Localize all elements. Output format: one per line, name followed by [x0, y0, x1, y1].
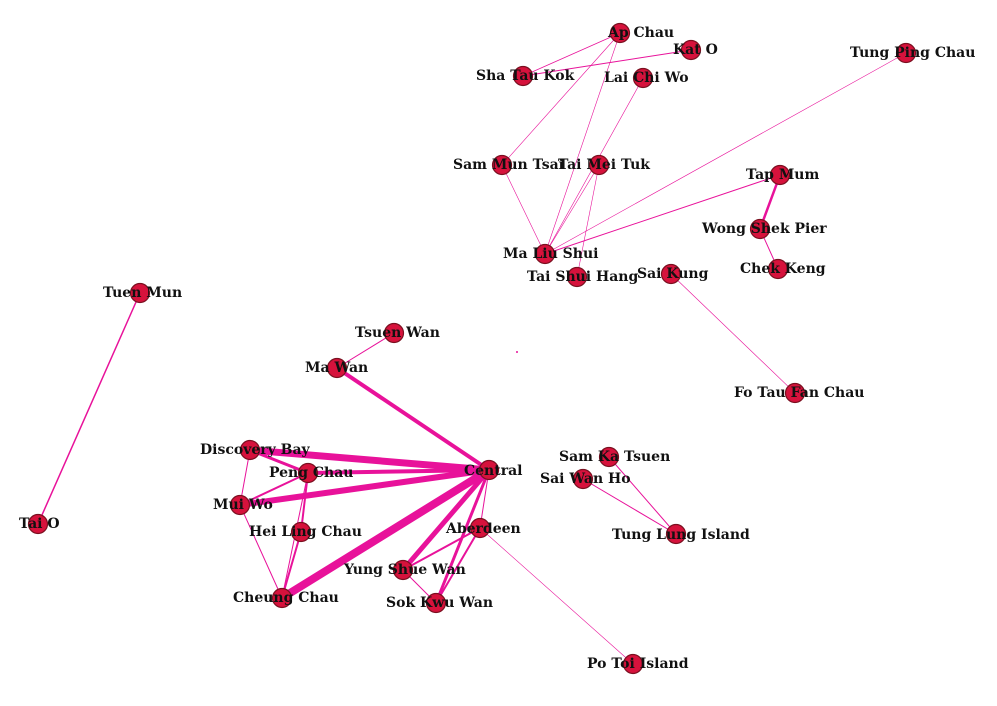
edge-tuen_mun-tai_o [37, 292, 141, 525]
edge-mui_wo-central [237, 467, 492, 508]
node-chek-keng[interactable] [767, 258, 789, 280]
node-lai-chi-wo[interactable] [632, 67, 654, 89]
node-label-discovery-bay: Discovery Bay [200, 442, 311, 458]
edge-ma_liu_shui-sam_mun_tsai [501, 164, 546, 255]
edge-sok_kwu_wan-aberdeen [435, 527, 481, 604]
edge-yung_shue_wan-aberdeen [402, 527, 481, 571]
node-peng-chau[interactable] [297, 462, 319, 484]
node-label-po-toi-island: Po Toi Island [587, 656, 689, 672]
node-ma-wan[interactable] [326, 357, 348, 379]
node-fo-tau-fan-chau[interactable] [784, 382, 806, 404]
edge-sha_tau_kok-ap_chau [522, 32, 621, 77]
node-label-tung-ping-chau: Tung Ping Chau [850, 45, 975, 61]
edge-yung_shue_wan-central [400, 467, 492, 573]
node-wong-shek-pier[interactable] [749, 218, 771, 240]
node-sai-kung[interactable] [660, 263, 682, 285]
edge-sai_wan_ho-tung_lung_island [582, 478, 677, 535]
node-label-tung-lung-island: Tung Lung Island [612, 527, 750, 543]
edge-tai_mei_tuk-tai_shui_hang [576, 164, 600, 278]
node-mui-wo[interactable] [229, 494, 251, 516]
node-tung-lung-island[interactable] [665, 523, 687, 545]
edge-hei_ling_chau-cheung_chau [281, 531, 302, 599]
node-central[interactable] [478, 459, 500, 481]
node-po-toi-island[interactable] [622, 653, 644, 675]
node-tung-ping-chau[interactable] [895, 42, 917, 64]
edge-sam_mun_tsai-ap_chau [501, 32, 621, 166]
edge-ma_liu_shui-ap_chau [544, 32, 621, 255]
node-label-sai-wan-ho: Sai Wan Ho [540, 471, 631, 487]
node-label-peng-chau: Peng Chau [269, 465, 353, 481]
node-yung-shue-wan[interactable] [392, 559, 414, 581]
edge-sam_ka_tsuen-tung_lung_island [608, 456, 677, 535]
node-label-central: Central [464, 463, 522, 479]
edge-discovery_bay-central [246, 446, 493, 474]
node-label-sam-mun-tsai: Sam Mun Tsai [453, 157, 564, 173]
node-label-tuen-mun: Tuen Mun [103, 285, 182, 301]
node-label-kat-o: Kat O [673, 42, 718, 58]
edge-cheung_chau-central [278, 466, 493, 602]
node-label-tai-mei-tuk: Tai Mei Tuk [558, 157, 650, 173]
edge-discovery_bay-peng_chau [248, 448, 310, 475]
edge-ma_liu_shui-tung_ping_chau [544, 52, 907, 255]
node-label-tai-o: Tai O [19, 516, 60, 532]
edge-ma_wan-central [335, 366, 491, 472]
node-ap-chau[interactable] [609, 22, 631, 44]
node-label-lai-chi-wo: Lai Chi Wo [604, 70, 689, 86]
edge-peng_chau-mui_wo [239, 472, 309, 506]
node-label-fo-tau-fan-chau: Fo Tau Fan Chau [734, 385, 864, 401]
edge-sai_kung-fo_tau_fan_chau [670, 273, 796, 394]
node-sha-tau-kok[interactable] [512, 65, 534, 87]
node-label-sai-kung: Sai Kung [637, 266, 709, 282]
node-label-tai-shui-hang: Tai Shui Hang [527, 269, 638, 285]
node-ma-liu-shui[interactable] [534, 243, 556, 265]
node-label-yung-shue-wan: Yung Shue Wan [343, 562, 466, 578]
node-label-ma-liu-shui: Ma Liu Shui [503, 246, 598, 262]
node-tai-o[interactable] [27, 513, 49, 535]
edge-ma_liu_shui-tap_mun [544, 174, 781, 255]
node-label-chek-keng: Chek Keng [740, 261, 826, 277]
node-hei-ling-chau[interactable] [290, 521, 312, 543]
edge-mui_wo-cheung_chau [239, 504, 283, 599]
edge-ma_wan-tsuen_wan [336, 332, 395, 369]
stray-dot [516, 351, 518, 353]
edge-sha_tau_kok-kat_o [522, 49, 692, 77]
node-kat-o[interactable] [680, 39, 702, 61]
node-discovery-bay[interactable] [239, 439, 261, 461]
node-label-sam-ka-tsuen: Sam Ka Tsuen [559, 449, 670, 465]
node-label-ma-wan: Ma Wan [305, 360, 368, 376]
node-label-mui-wo: Mui Wo [213, 497, 273, 513]
node-tuen-mun[interactable] [129, 282, 151, 304]
edge-aberdeen-po_toi_island [479, 527, 634, 665]
node-label-cheung-chau: Cheung Chau [233, 590, 339, 606]
node-aberdeen[interactable] [469, 517, 491, 539]
edges-layer [37, 32, 907, 665]
node-label-tsuen-wan: Tsuen Wan [355, 325, 440, 341]
edge-peng_chau-central [306, 468, 491, 475]
node-tai-mei-tuk[interactable] [588, 154, 610, 176]
node-label-sok-kwu-wan: Sok Kwu Wan [386, 595, 493, 611]
node-sam-ka-tsuen[interactable] [598, 446, 620, 468]
node-tai-shui-hang[interactable] [566, 266, 588, 288]
node-label-wong-shek-pier: Wong Shek Pier [701, 221, 827, 237]
node-label-aberdeen: Aberdeen [445, 521, 521, 537]
node-label-ap-chau: Ap Chau [607, 25, 674, 41]
node-label-hei-ling-chau: Hei Ling Chau [249, 524, 362, 540]
node-sok-kwu-wan[interactable] [425, 592, 447, 614]
node-tsuen-wan[interactable] [383, 322, 405, 344]
nodes-layer [27, 22, 917, 675]
node-label-sha-tau-kok: Sha Tau Kok [476, 68, 575, 84]
node-sai-wan-ho[interactable] [572, 468, 594, 490]
node-sam-mun-tsai[interactable] [491, 154, 513, 176]
edge-ma_liu_shui-tai_mei_tuk [544, 164, 600, 255]
node-cheung-chau[interactable] [271, 587, 293, 609]
node-tap-mun[interactable] [769, 164, 791, 186]
node-label-tap-mun: Tap Mum [746, 167, 819, 183]
